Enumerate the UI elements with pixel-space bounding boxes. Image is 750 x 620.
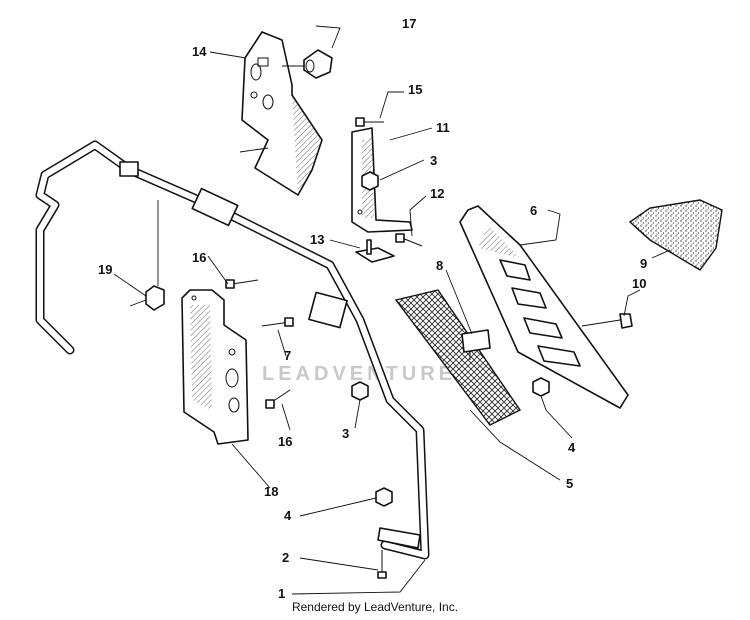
part-7-bolt [261,317,294,327]
part-6-side-panel [459,205,629,409]
part-5-mesh-panel [394,289,522,426]
part-4-nut-lower [375,487,393,507]
callout-18: 18 [264,484,278,499]
part-9-cover [628,199,723,271]
callout-4-right: 4 [568,440,576,455]
callout-7: 7 [284,348,291,363]
part-16-bolt-lower [265,389,291,409]
footer-credit: Rendered by LeadVenture, Inc. [291,600,459,614]
part-19-bushing [129,200,165,311]
part-8-small-plate [461,329,491,360]
callout-1: 1 [278,586,285,601]
part-10-bolt [581,313,633,329]
callout-14: 14 [192,44,207,59]
callout-4-lower: 4 [284,508,292,523]
leader-lines [113,25,671,595]
callout-10: 10 [632,276,646,291]
callout-9: 9 [640,256,647,271]
callout-12: 12 [430,186,444,201]
part-3-nut-lower [351,381,369,401]
callout-3-lower: 3 [342,426,349,441]
callout-labels: 17 14 15 11 3 12 13 6 9 10 8 19 16 7 16 … [98,16,647,601]
part-2-bolt [377,550,387,579]
callout-17: 17 [402,16,416,31]
callout-13: 13 [310,232,324,247]
part-17-bushing [282,49,333,79]
part-4-nut-right [532,377,550,397]
part-18-lower-plate [181,289,249,445]
part-3-nut-upper [361,171,379,191]
callout-3-upper: 3 [430,153,437,168]
part-13-plate [355,239,395,263]
callout-19: 19 [98,262,112,277]
callout-2: 2 [282,550,289,565]
callout-8: 8 [436,258,443,273]
callout-6: 6 [530,203,537,218]
callout-16-upper: 16 [192,250,206,265]
callout-11: 11 [436,120,450,135]
part-1-rail [35,140,430,560]
part-16-bolt-upper [225,279,259,289]
part-14-upper-bracket [239,31,323,196]
watermark-text: LEADVENTURE [262,363,456,385]
callout-16-lower: 16 [278,434,292,449]
callout-15: 15 [408,82,422,97]
part-11-vertical-bracket [351,127,413,233]
part-12-bolt [395,233,423,247]
callout-5: 5 [566,476,573,491]
part-15-bolt [355,117,384,127]
